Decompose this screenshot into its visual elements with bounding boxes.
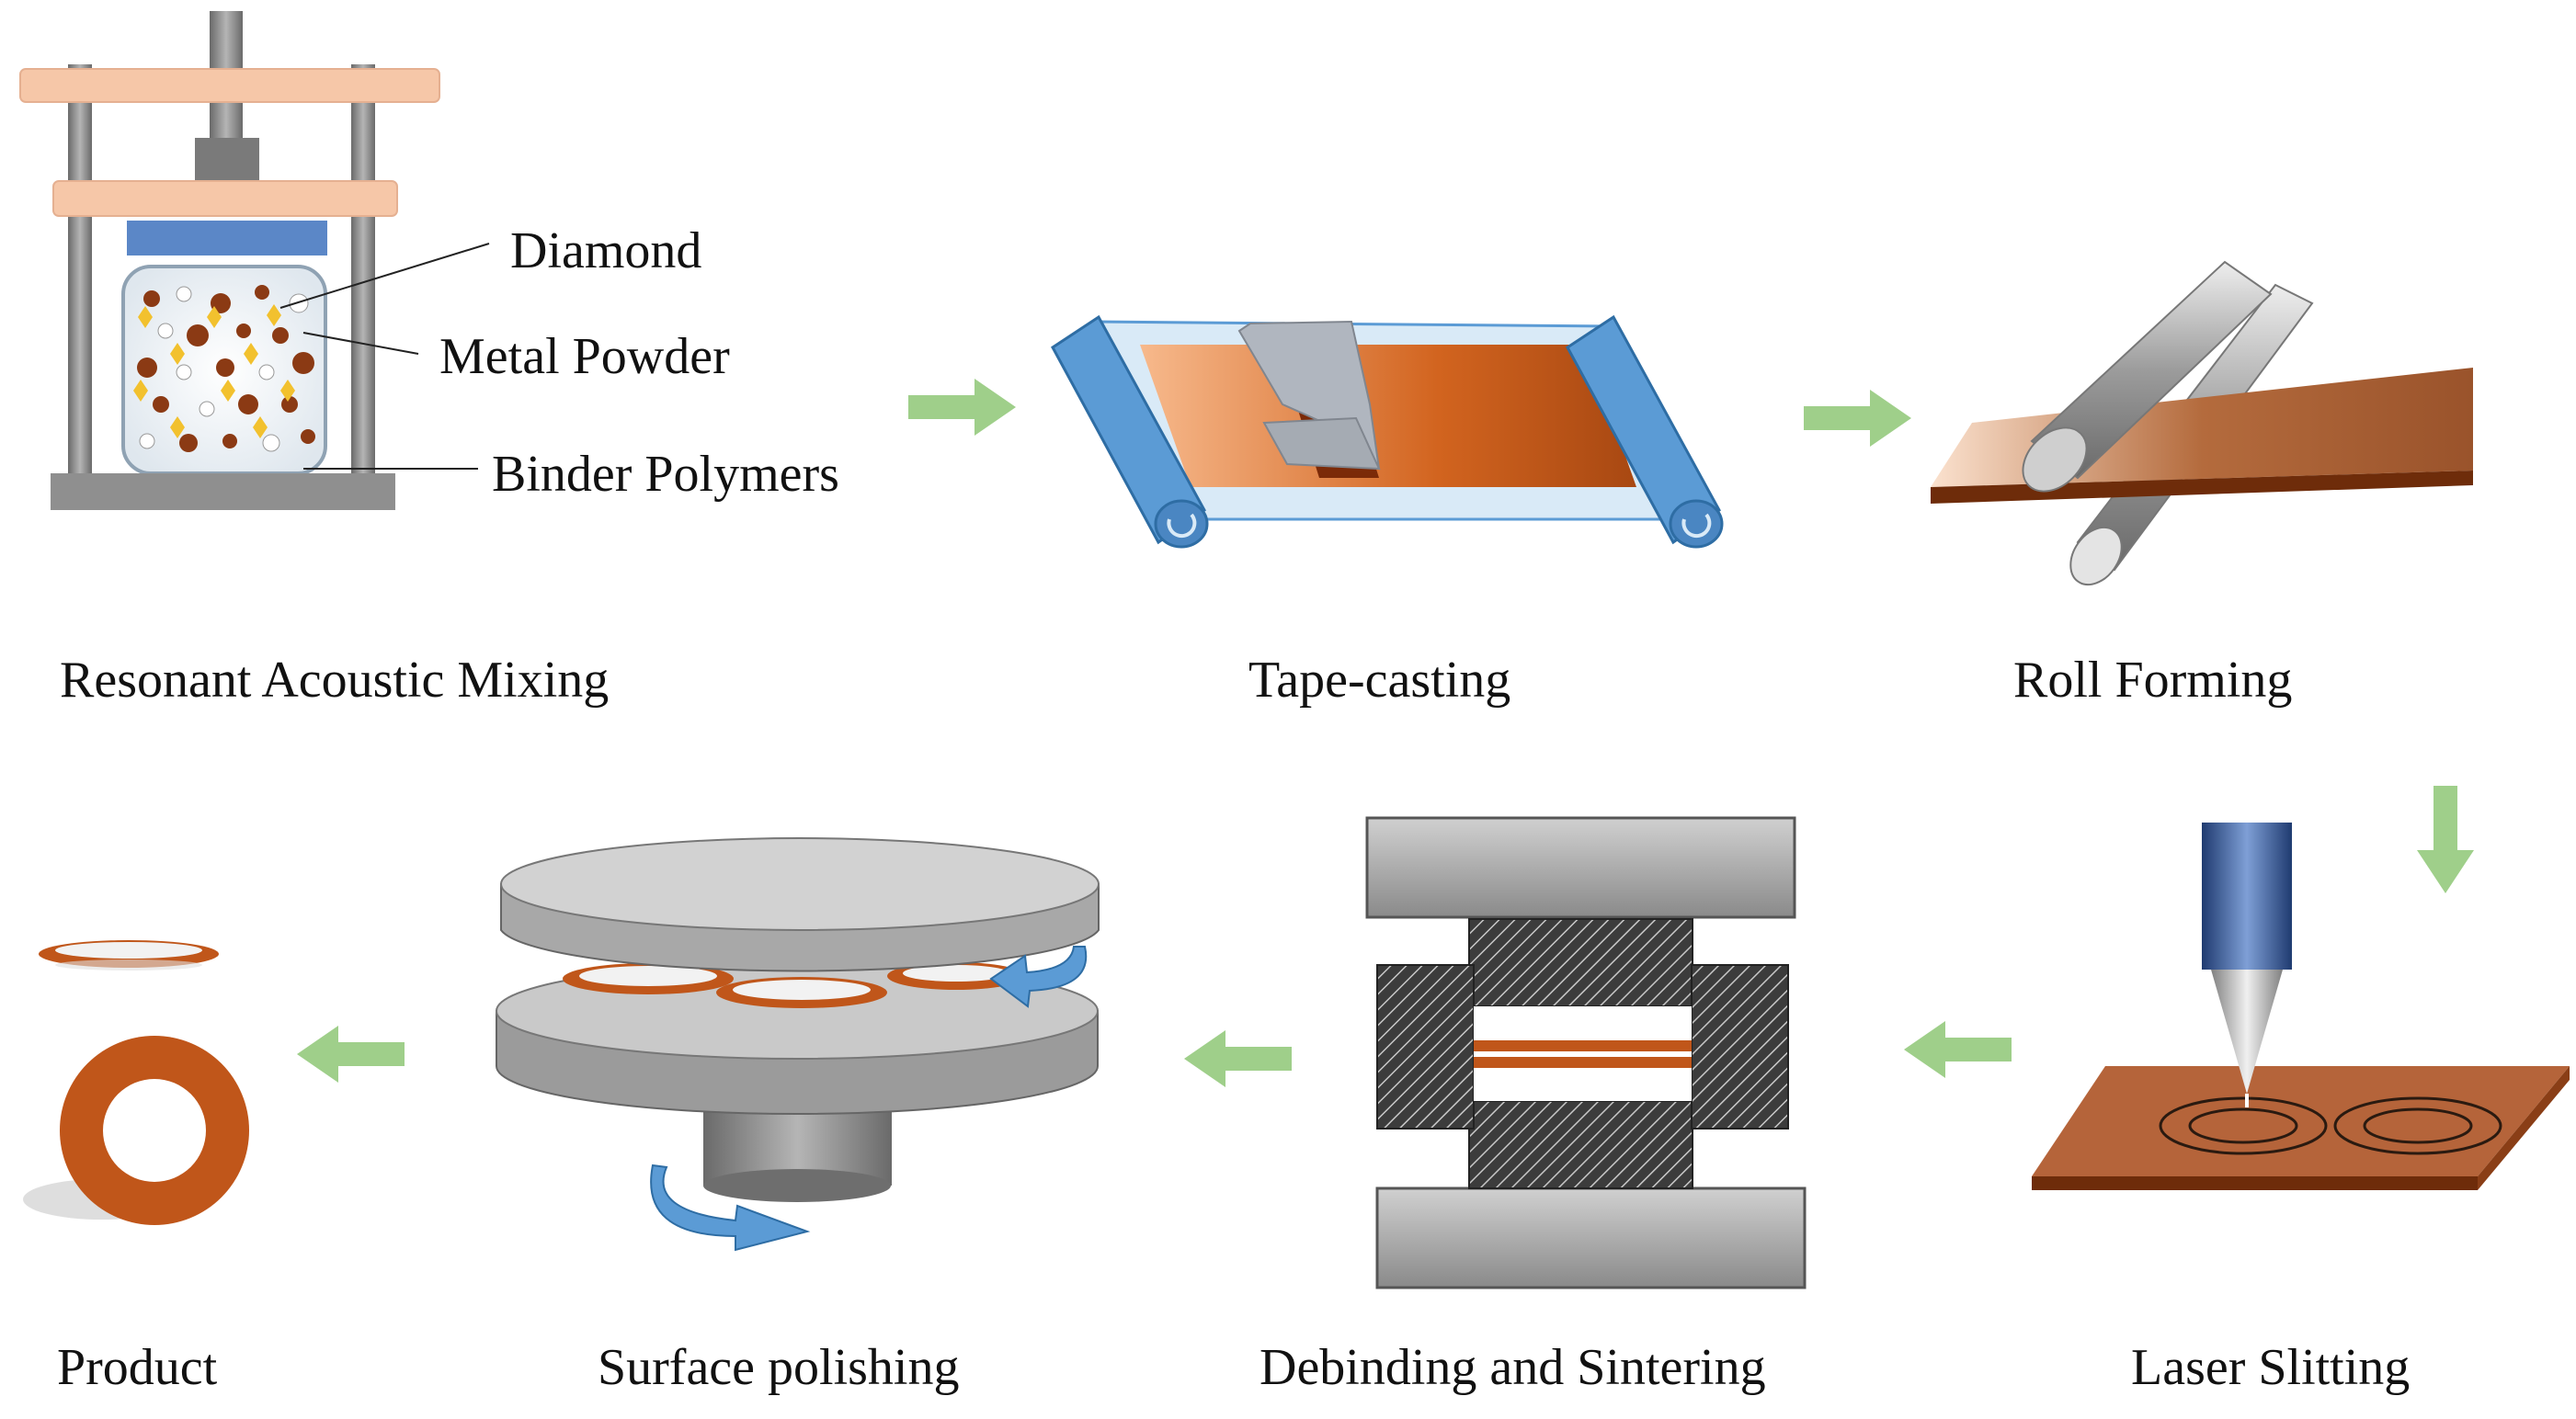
step-label-laser-slitting: Laser Slitting	[2131, 1339, 2411, 1396]
laser-slitting-apparatus	[2032, 823, 2570, 1190]
step-label-sintering: Debinding and Sintering	[1260, 1339, 1766, 1396]
flow-arrow-mixing-to-tape	[908, 379, 1016, 436]
polishing-machine	[496, 837, 1100, 1252]
product-rings	[23, 940, 249, 1225]
step-label-polishing: Surface polishing	[598, 1339, 960, 1396]
flow-arrow-polish-to-product	[297, 1026, 405, 1083]
flow-arrow-roll-to-laser	[2417, 786, 2474, 893]
mixing-apparatus	[19, 11, 490, 510]
roll-forming-apparatus	[1931, 260, 2473, 586]
step-label-mixing: Resonant Acoustic Mixing	[60, 652, 610, 709]
metal-powder-label: Metal Powder	[439, 328, 730, 385]
tape-casting-apparatus	[1051, 314, 1724, 549]
flow-arrow-sinter-to-polish	[1184, 1030, 1292, 1087]
metal-powder-leader-line	[302, 332, 419, 355]
binder-polymers-label: Binder Polymers	[492, 446, 839, 503]
step-label-roll-forming: Roll Forming	[2013, 652, 2293, 709]
step-label-product: Product	[57, 1339, 218, 1396]
sintering-press	[1365, 816, 1807, 1289]
step-label-tape-casting: Tape-casting	[1248, 652, 1511, 709]
diamond-label: Diamond	[510, 222, 702, 279]
flow-arrow-tape-to-roll	[1804, 390, 1911, 447]
flow-arrow-laser-to-sinter	[1904, 1021, 2012, 1078]
powder-particles	[133, 285, 315, 452]
diamond-leader-line	[279, 243, 490, 309]
